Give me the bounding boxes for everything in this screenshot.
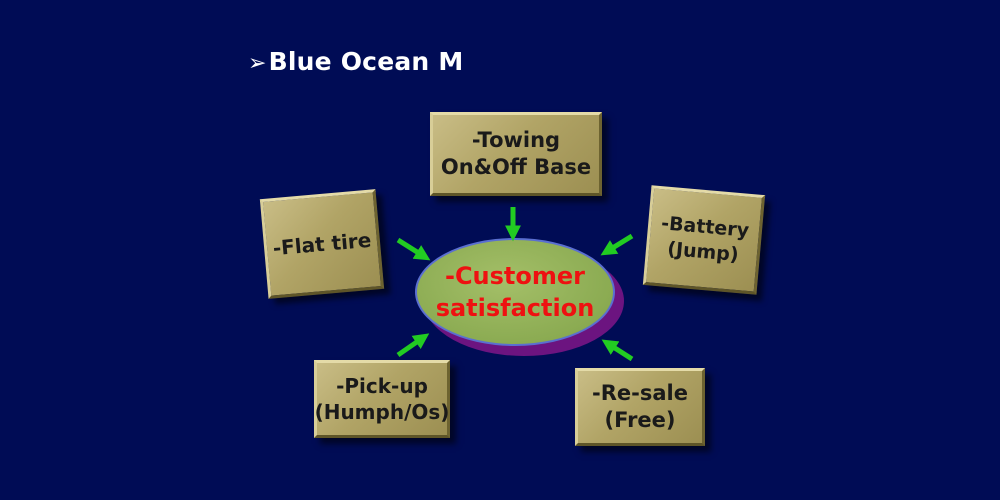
slide-title: ➢Blue Ocean M [248, 47, 463, 76]
center-line1: -Customer [444, 261, 586, 290]
resale-line1: -Re-sale [592, 380, 688, 405]
pickup-box: -Pick-up (Humph/Os) [314, 360, 450, 438]
arrow-flat-tire-icon [396, 237, 431, 261]
resale-box: -Re-sale (Free) [575, 368, 705, 446]
resale-line2: (Free) [604, 408, 676, 432]
towing-box: -Towing On&Off Base [430, 112, 602, 196]
towing-line2: On&Off Base [440, 155, 592, 179]
slide-title-text: Blue Ocean M [268, 47, 464, 76]
arrow-pickup-icon [396, 333, 430, 358]
customer-satisfaction-ellipse: -Customer satisfaction [415, 238, 615, 346]
arrow-battery-icon [600, 233, 634, 256]
center-line2: satisfaction [435, 294, 595, 322]
arrow-resale-icon [601, 339, 634, 362]
pickup-line2: (Humph/Os) [314, 400, 450, 424]
towing-line1: -Towing [471, 127, 561, 152]
pickup-line1: -Pick-up [336, 374, 428, 398]
arrow-bullet-icon: ➢ [248, 51, 267, 76]
